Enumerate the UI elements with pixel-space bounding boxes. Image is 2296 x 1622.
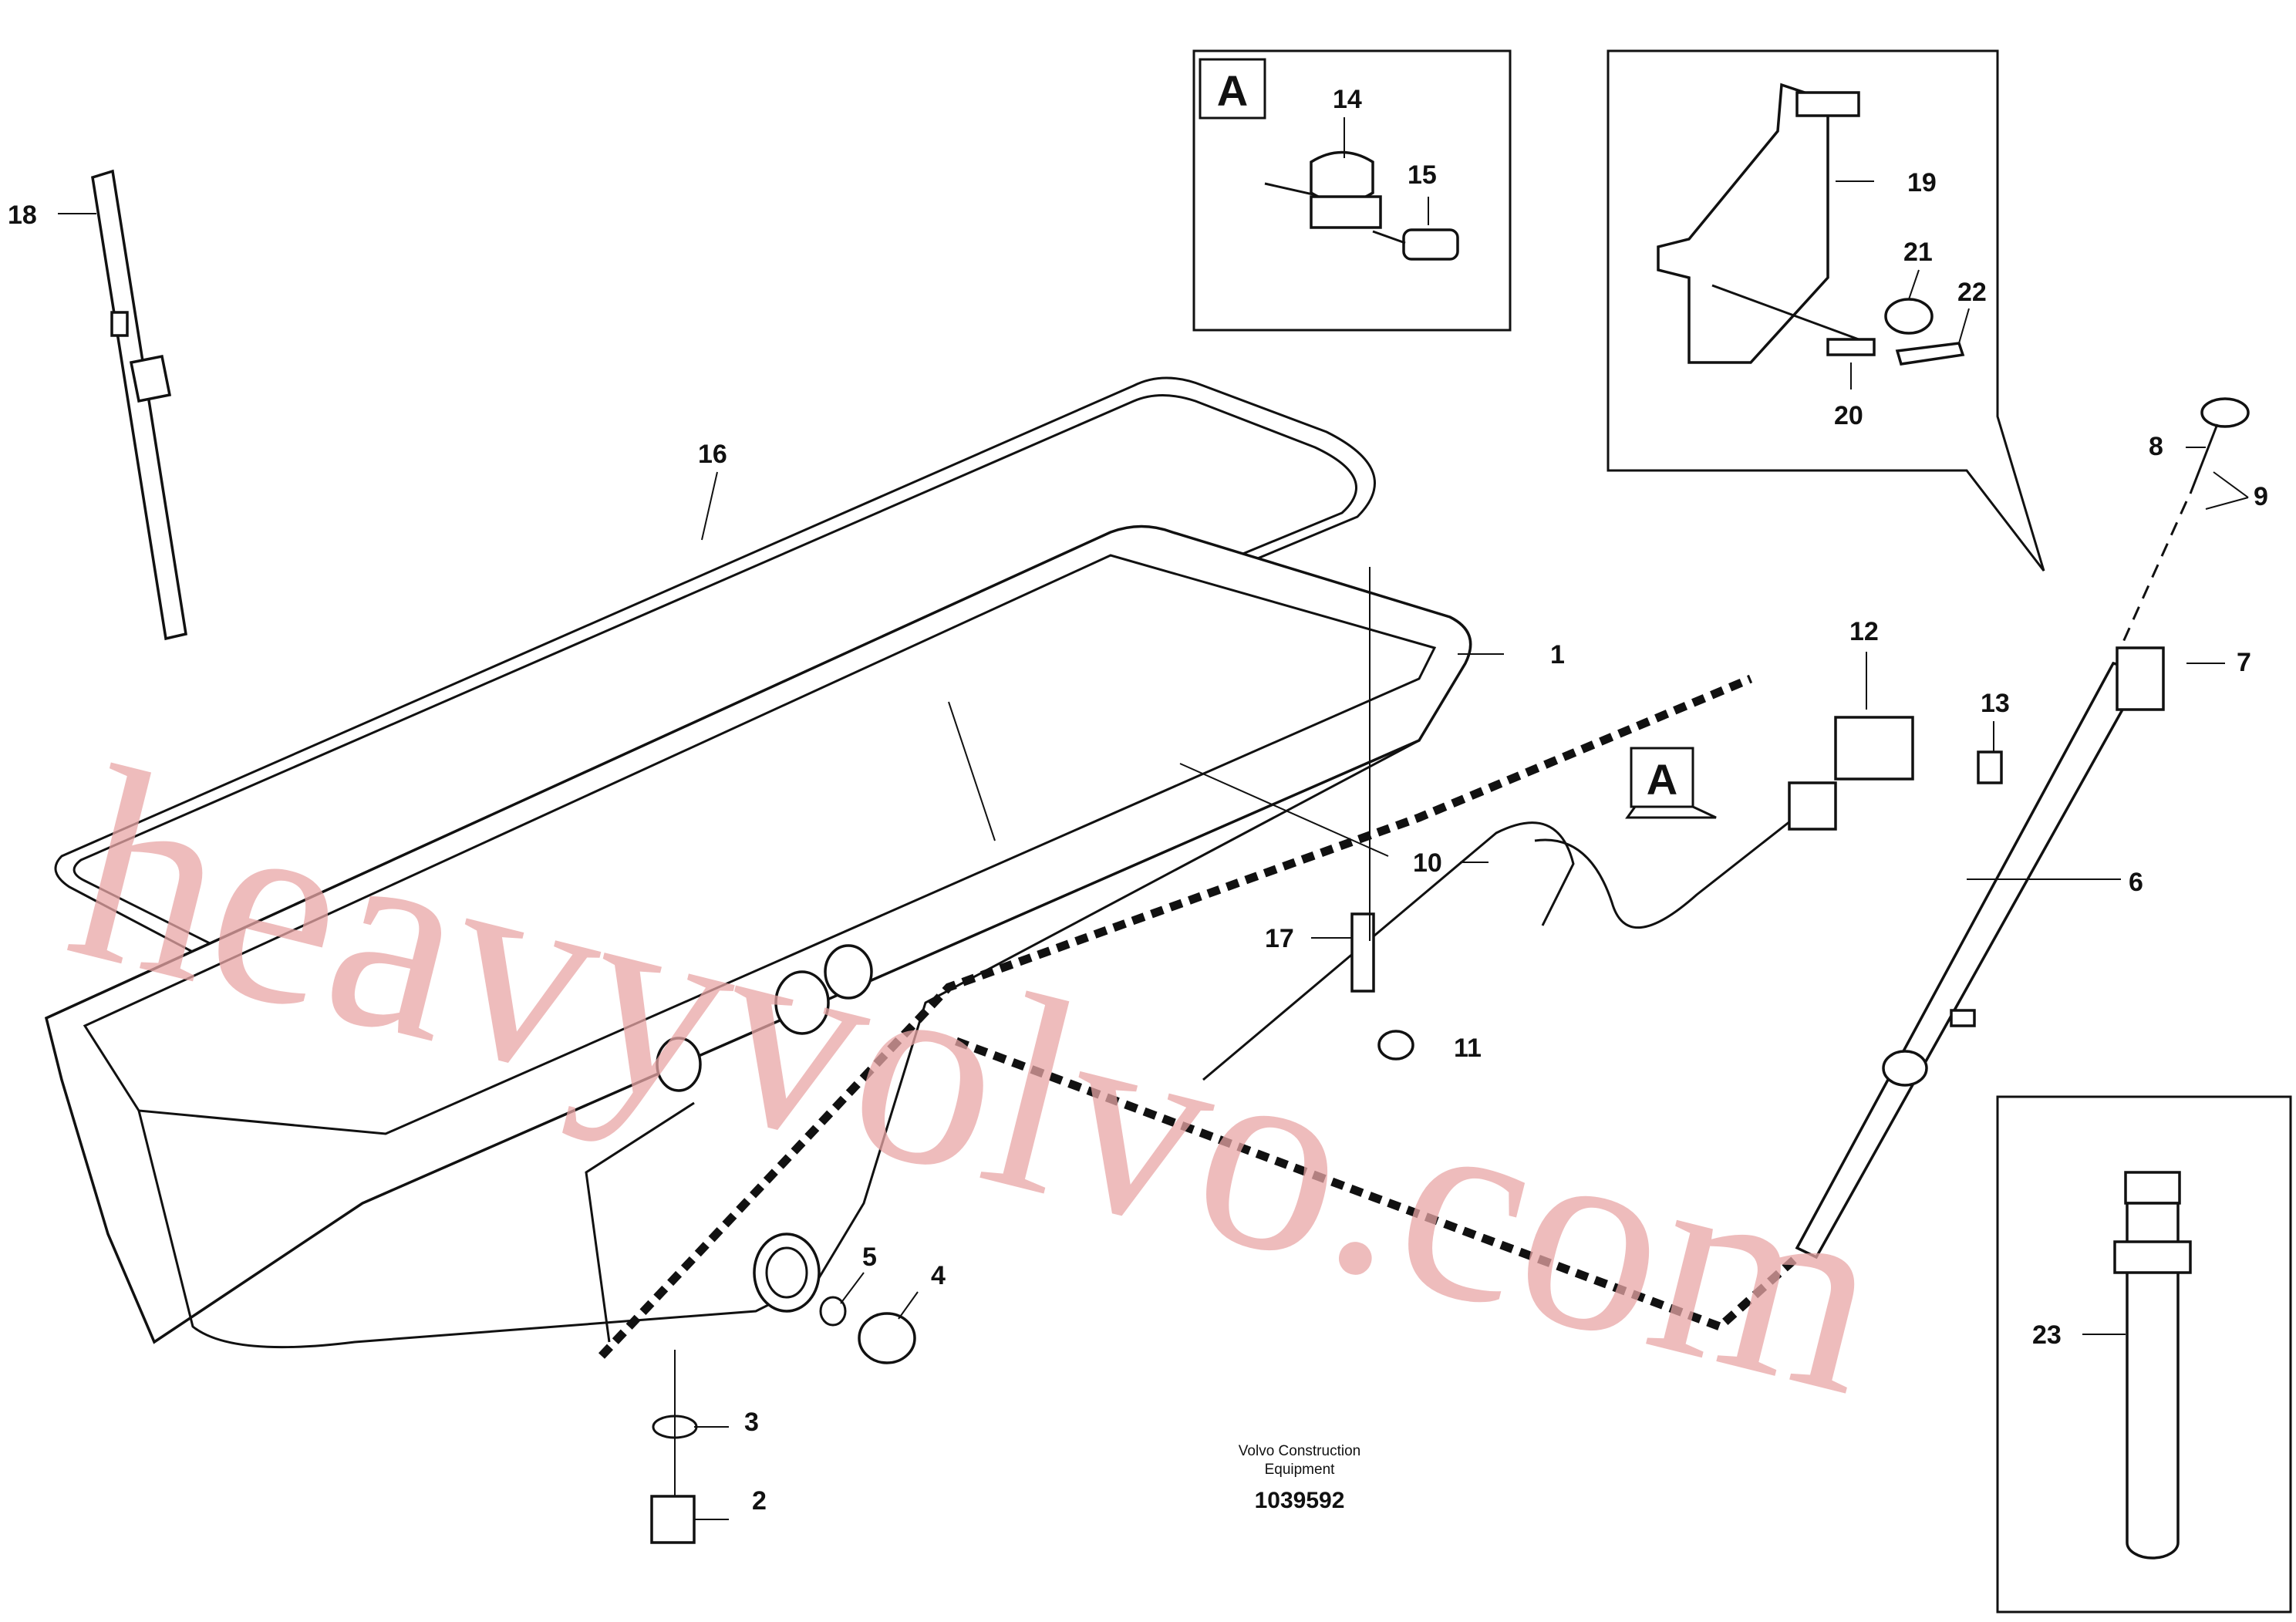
callout-13: 13 [1981,689,2010,718]
callout-8: 8 [2149,432,2163,461]
oil-level-sensor [1202,567,2003,1081]
callout-11: 11 [1454,1034,1482,1063]
inset-detail-a-clamp: A [1192,49,1512,332]
drain-components [650,1296,916,1544]
inset-detail-bracket [1607,49,2045,572]
callout-6: 6 [2129,868,2143,897]
callout-5: 5 [862,1243,877,1272]
callout-15: 15 [1408,160,1437,190]
leader-lines [701,447,2249,1320]
detail-a-callout: A [1625,747,1717,819]
callout-23: 23 [2032,1320,2062,1350]
detail-a-marker: A [1647,755,1677,804]
callout-22: 22 [1957,278,1987,307]
document-number: 1039592 [1255,1488,1345,1513]
inset-detail-tube [1996,1095,2292,1614]
callout-20: 20 [1834,401,1863,430]
oil-pan [44,524,1472,1349]
callout-1: 1 [1550,640,1565,669]
callout-2: 2 [752,1486,767,1516]
routing-dashed-line [598,674,1800,1359]
callout-3: 3 [744,1408,759,1437]
callout-9: 9 [2254,482,2268,511]
callout-19: 19 [1907,168,1937,197]
inset-a-marker: A [1217,66,1248,115]
credit-line-1: Volvo Construction [1239,1443,1360,1459]
callout-12: 12 [1849,617,1879,646]
callout-16: 16 [698,440,727,469]
credit-line-2: Equipment [1265,1462,1336,1478]
oil-pan-gasket [54,376,1376,973]
dipstick-tube-left [58,169,187,641]
callout-17: 17 [1265,924,1294,953]
dipstick-right [1795,397,2250,1259]
callout-14: 14 [1333,85,1362,114]
part-callouts: 1 2 3 4 5 6 7 8 9 10 11 12 13 14 15 16 1… [8,85,2268,1516]
callout-10: 10 [1413,848,1442,878]
callout-4: 4 [931,1261,946,1290]
callout-18: 18 [8,201,37,230]
callout-21: 21 [1903,238,1933,267]
callout-7: 7 [2237,648,2251,677]
